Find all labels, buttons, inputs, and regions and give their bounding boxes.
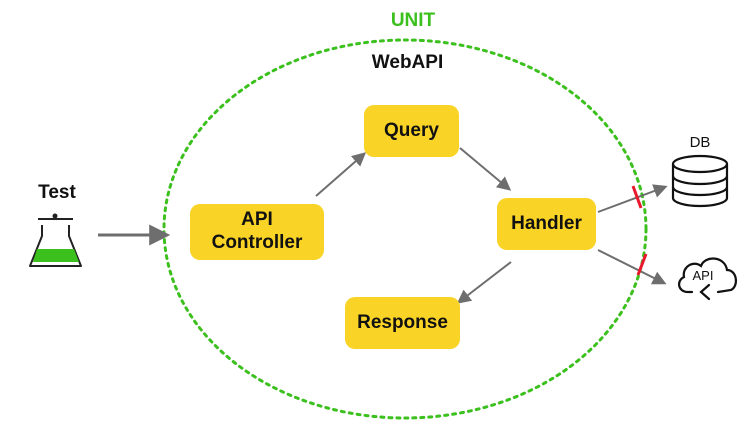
api-external-label: API	[692, 268, 714, 283]
handler-node: Handler	[497, 198, 596, 250]
arrow-controller-to-query	[315, 152, 367, 197]
unit-label: UNIT	[390, 10, 436, 31]
api-controller-node: API Controller	[190, 204, 324, 260]
cloud-icon	[678, 257, 737, 301]
arrow-query-to-handler	[459, 147, 512, 191]
flask-icon	[29, 213, 82, 267]
db-label: DB	[689, 134, 711, 151]
unit-boundary	[162, 38, 648, 420]
query-node: Query	[364, 105, 459, 157]
arrow-handler-to-api	[597, 249, 667, 285]
webapi-label: WebAPI	[371, 52, 444, 73]
database-icon	[671, 154, 729, 208]
test-label: Test	[38, 182, 76, 203]
arrow-handler-to-db	[597, 184, 668, 213]
response-node: Response	[345, 297, 460, 349]
blocked-marker-db	[631, 185, 643, 209]
arrow-handler-to-response	[456, 261, 512, 304]
blocked-marker-api	[636, 253, 648, 276]
